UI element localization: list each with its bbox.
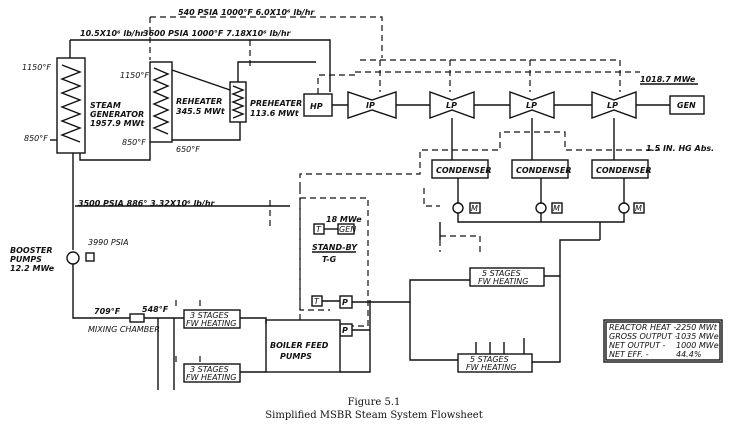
label-mixing: MIXING CHAMBER — [88, 325, 160, 334]
label-t1150-b: 1150°F — [120, 71, 149, 80]
summary-label: GROSS OUTPUT - — [609, 332, 678, 341]
condensers: CONDENSER CONDENSER CONDENSER M M M — [431, 118, 652, 240]
standby-mwe-label: 18 MWe — [326, 215, 362, 224]
figure-caption: Figure 5.1 Simplified MSBR Steam System … — [265, 397, 482, 421]
reheater: 1150°F 850°F REHEATER 345.5 MWt 650°F — [120, 61, 241, 154]
label-p3990: 3990 PSIA — [88, 238, 129, 247]
summary-label: REACTOR HEAT - — [609, 323, 676, 332]
sg-label-1: STEAM — [90, 101, 121, 110]
bfp-p-label-1: P — [342, 298, 348, 307]
bfp-p-label-2: P — [342, 326, 348, 335]
summary-value: 44.4% — [676, 350, 701, 359]
preheater-label-1: PREHEATER — [250, 99, 302, 108]
condenser-2-label: CONDENSER — [516, 166, 572, 175]
summary-value: 2250 MWt — [676, 323, 718, 332]
summary-value: 1035 MWe — [676, 332, 719, 341]
summary-label: NET EFF. - — [609, 350, 649, 359]
standby-tg: 18 MWe T GEN STAND-BY T-G — [299, 197, 369, 327]
fw3-b-label-1: 3 STAGES — [190, 365, 229, 374]
fw5-a-label-1: 5 STAGES — [482, 269, 521, 278]
standby-label-1: STAND-BY — [312, 243, 358, 252]
fw3-a-label-1: 3 STAGES — [190, 311, 229, 320]
fw5-a-label-2: FW HEATING — [478, 277, 528, 286]
label-t709: 709°F — [94, 307, 121, 316]
standby-gen-label: GEN — [339, 225, 356, 234]
condenser-1-label: CONDENSER — [436, 166, 492, 175]
booster-label-3: 12.2 MWe — [10, 264, 55, 273]
fw3-b-label-2: FW HEATING — [186, 373, 236, 382]
feedwater-piping: 3500 PSIA 886° 3.32X10⁶ lb/hr 3990 PSIA … — [10, 142, 600, 390]
sg-label-3: 1957.9 MWt — [90, 119, 145, 128]
fw5-b-label-2: FW HEATING — [466, 363, 516, 372]
booster-label-1: BOOSTER — [10, 246, 53, 255]
preheater-label-2: 113.6 MWt — [250, 109, 300, 118]
label-t548: 548°F — [142, 305, 169, 314]
motor-1-label: M — [471, 204, 478, 213]
sg-label-2: GENERATOR — [90, 110, 144, 119]
motor-3-label: M — [635, 204, 642, 213]
label-feed-3500: 3500 PSIA 886° 3.32X10⁶ lb/hr — [78, 199, 216, 208]
label-t850-a: 850°F — [24, 134, 48, 143]
label-hg: 1.5 IN. HG Abs. — [646, 144, 714, 153]
label-flow-10-5: 10.5X10⁶ lb/hr — [80, 29, 145, 38]
steam-generator: STEAM GENERATOR 1957.9 MWt 1150°F 850°F — [22, 57, 145, 154]
reheater-label-2: 345.5 MWt — [176, 107, 226, 116]
label-steam-540: 540 PSIA 1000°F 6.0X10⁶ lb/hr — [178, 8, 315, 17]
lp-label-2: LP — [526, 101, 537, 110]
top-steam-lines: 540 PSIA 1000°F 6.0X10⁶ lb/hr 10.5X10⁶ l… — [69, 8, 383, 92]
standby-t-label: T — [316, 225, 322, 234]
fw5-b-label-1: 5 STAGES — [470, 355, 509, 364]
caption-figure: Figure 5.1 — [348, 397, 401, 408]
boiler-feed-pumps: T P P BOILER FEED PUMPS — [265, 295, 370, 373]
reheater-label-1: REHEATER — [176, 97, 222, 106]
crossover-lines — [317, 59, 640, 94]
summary-label: NET OUTPUT - — [609, 341, 666, 350]
bfp-t-label: T — [314, 297, 320, 306]
hp-label: HP — [310, 102, 323, 111]
fw-heaters: 3 STAGES FW HEATING 3 STAGES FW HEATING … — [175, 267, 545, 383]
summary-value: 1000 MWe — [676, 341, 719, 350]
label-steam-3600: 3600 PSIA 1000°F 7.18X10⁶ lb/hr — [143, 29, 292, 38]
gen-label: GEN — [677, 101, 696, 110]
motor-2-label: M — [553, 204, 560, 213]
label-t850-b: 850°F — [122, 138, 146, 147]
ip-label: IP — [366, 101, 375, 110]
lp-label-1: LP — [446, 101, 457, 110]
fw3-a-label-2: FW HEATING — [186, 319, 236, 328]
standby-label-2: T-G — [322, 255, 337, 264]
booster-label-2: PUMPS — [10, 255, 42, 264]
label-mwe-out: 1018.7 MWe — [640, 75, 696, 84]
bfp-label-1: BOILER FEED — [270, 341, 329, 350]
turbine-train: HP IP LP LP LP GEN 1018.7 MWe 1.5 IN. HG… — [303, 75, 714, 153]
preheater: PREHEATER 113.6 MWt — [171, 61, 316, 123]
bfp-label-2: PUMPS — [280, 352, 312, 361]
caption-title: Simplified MSBR Steam System Flowsheet — [265, 410, 482, 421]
lp-label-3: LP — [607, 101, 618, 110]
condenser-3-label: CONDENSER — [596, 166, 652, 175]
label-t650: 650°F — [176, 145, 200, 154]
label-t1150-a: 1150°F — [22, 63, 51, 72]
